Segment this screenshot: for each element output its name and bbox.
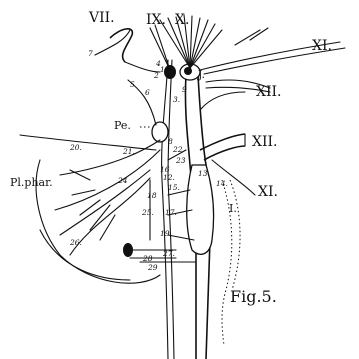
num-13: 13.	[198, 169, 210, 178]
num-2: 2	[153, 71, 159, 80]
num-23: 23	[175, 156, 186, 165]
petrosal-ganglion	[152, 122, 168, 142]
inferior-ganglion	[187, 165, 214, 254]
num-22: 22	[172, 145, 183, 154]
num-3: 3.	[173, 95, 180, 104]
num-25: 25.	[141, 208, 154, 217]
label-xii-mid: XII.	[252, 134, 277, 150]
num-17: 17.	[165, 208, 177, 217]
ganglion-inner-dot	[184, 67, 192, 75]
label-x: X.	[175, 12, 189, 28]
label-xi-top: XI.	[312, 38, 332, 54]
num-5: 5	[130, 80, 135, 89]
num-21: 21.	[122, 147, 135, 156]
num-29: 29	[147, 263, 158, 272]
num-28: 28	[142, 254, 153, 263]
figure-label: Fig.5.	[230, 287, 277, 306]
num-20: 20.	[69, 143, 82, 152]
num-7: 7	[88, 49, 93, 58]
label-ix: IX.	[146, 12, 166, 28]
num-15: 15.	[168, 183, 180, 192]
num-1: 1.	[160, 65, 167, 74]
num-14: 14.	[216, 179, 228, 188]
num-24: 24	[117, 176, 128, 185]
hypoglossal-nerve-mid	[200, 134, 245, 160]
label-xi-mid: XI.	[258, 184, 278, 200]
num-12: 12.	[163, 173, 175, 182]
num-18: 18	[147, 191, 157, 200]
num-19: 19.	[160, 229, 172, 238]
num-26: 26.	[69, 238, 82, 247]
label-xii-top: XII.	[256, 84, 281, 100]
num-6: 6	[145, 88, 150, 97]
num-27: 27.	[162, 249, 175, 258]
label-j: J.	[197, 68, 205, 81]
accessory-nerve-mid	[212, 160, 255, 195]
label-i: I.	[229, 202, 237, 215]
facial-nerve	[95, 29, 160, 125]
pharyngeal-plexus	[20, 135, 160, 283]
num-9: 9	[182, 85, 187, 94]
lower-ganglion	[123, 243, 195, 262]
label-pl-phar: Pl.phar.	[10, 176, 53, 189]
label-vii: VII.	[88, 10, 115, 26]
label-pe: Pe.	[114, 119, 131, 132]
